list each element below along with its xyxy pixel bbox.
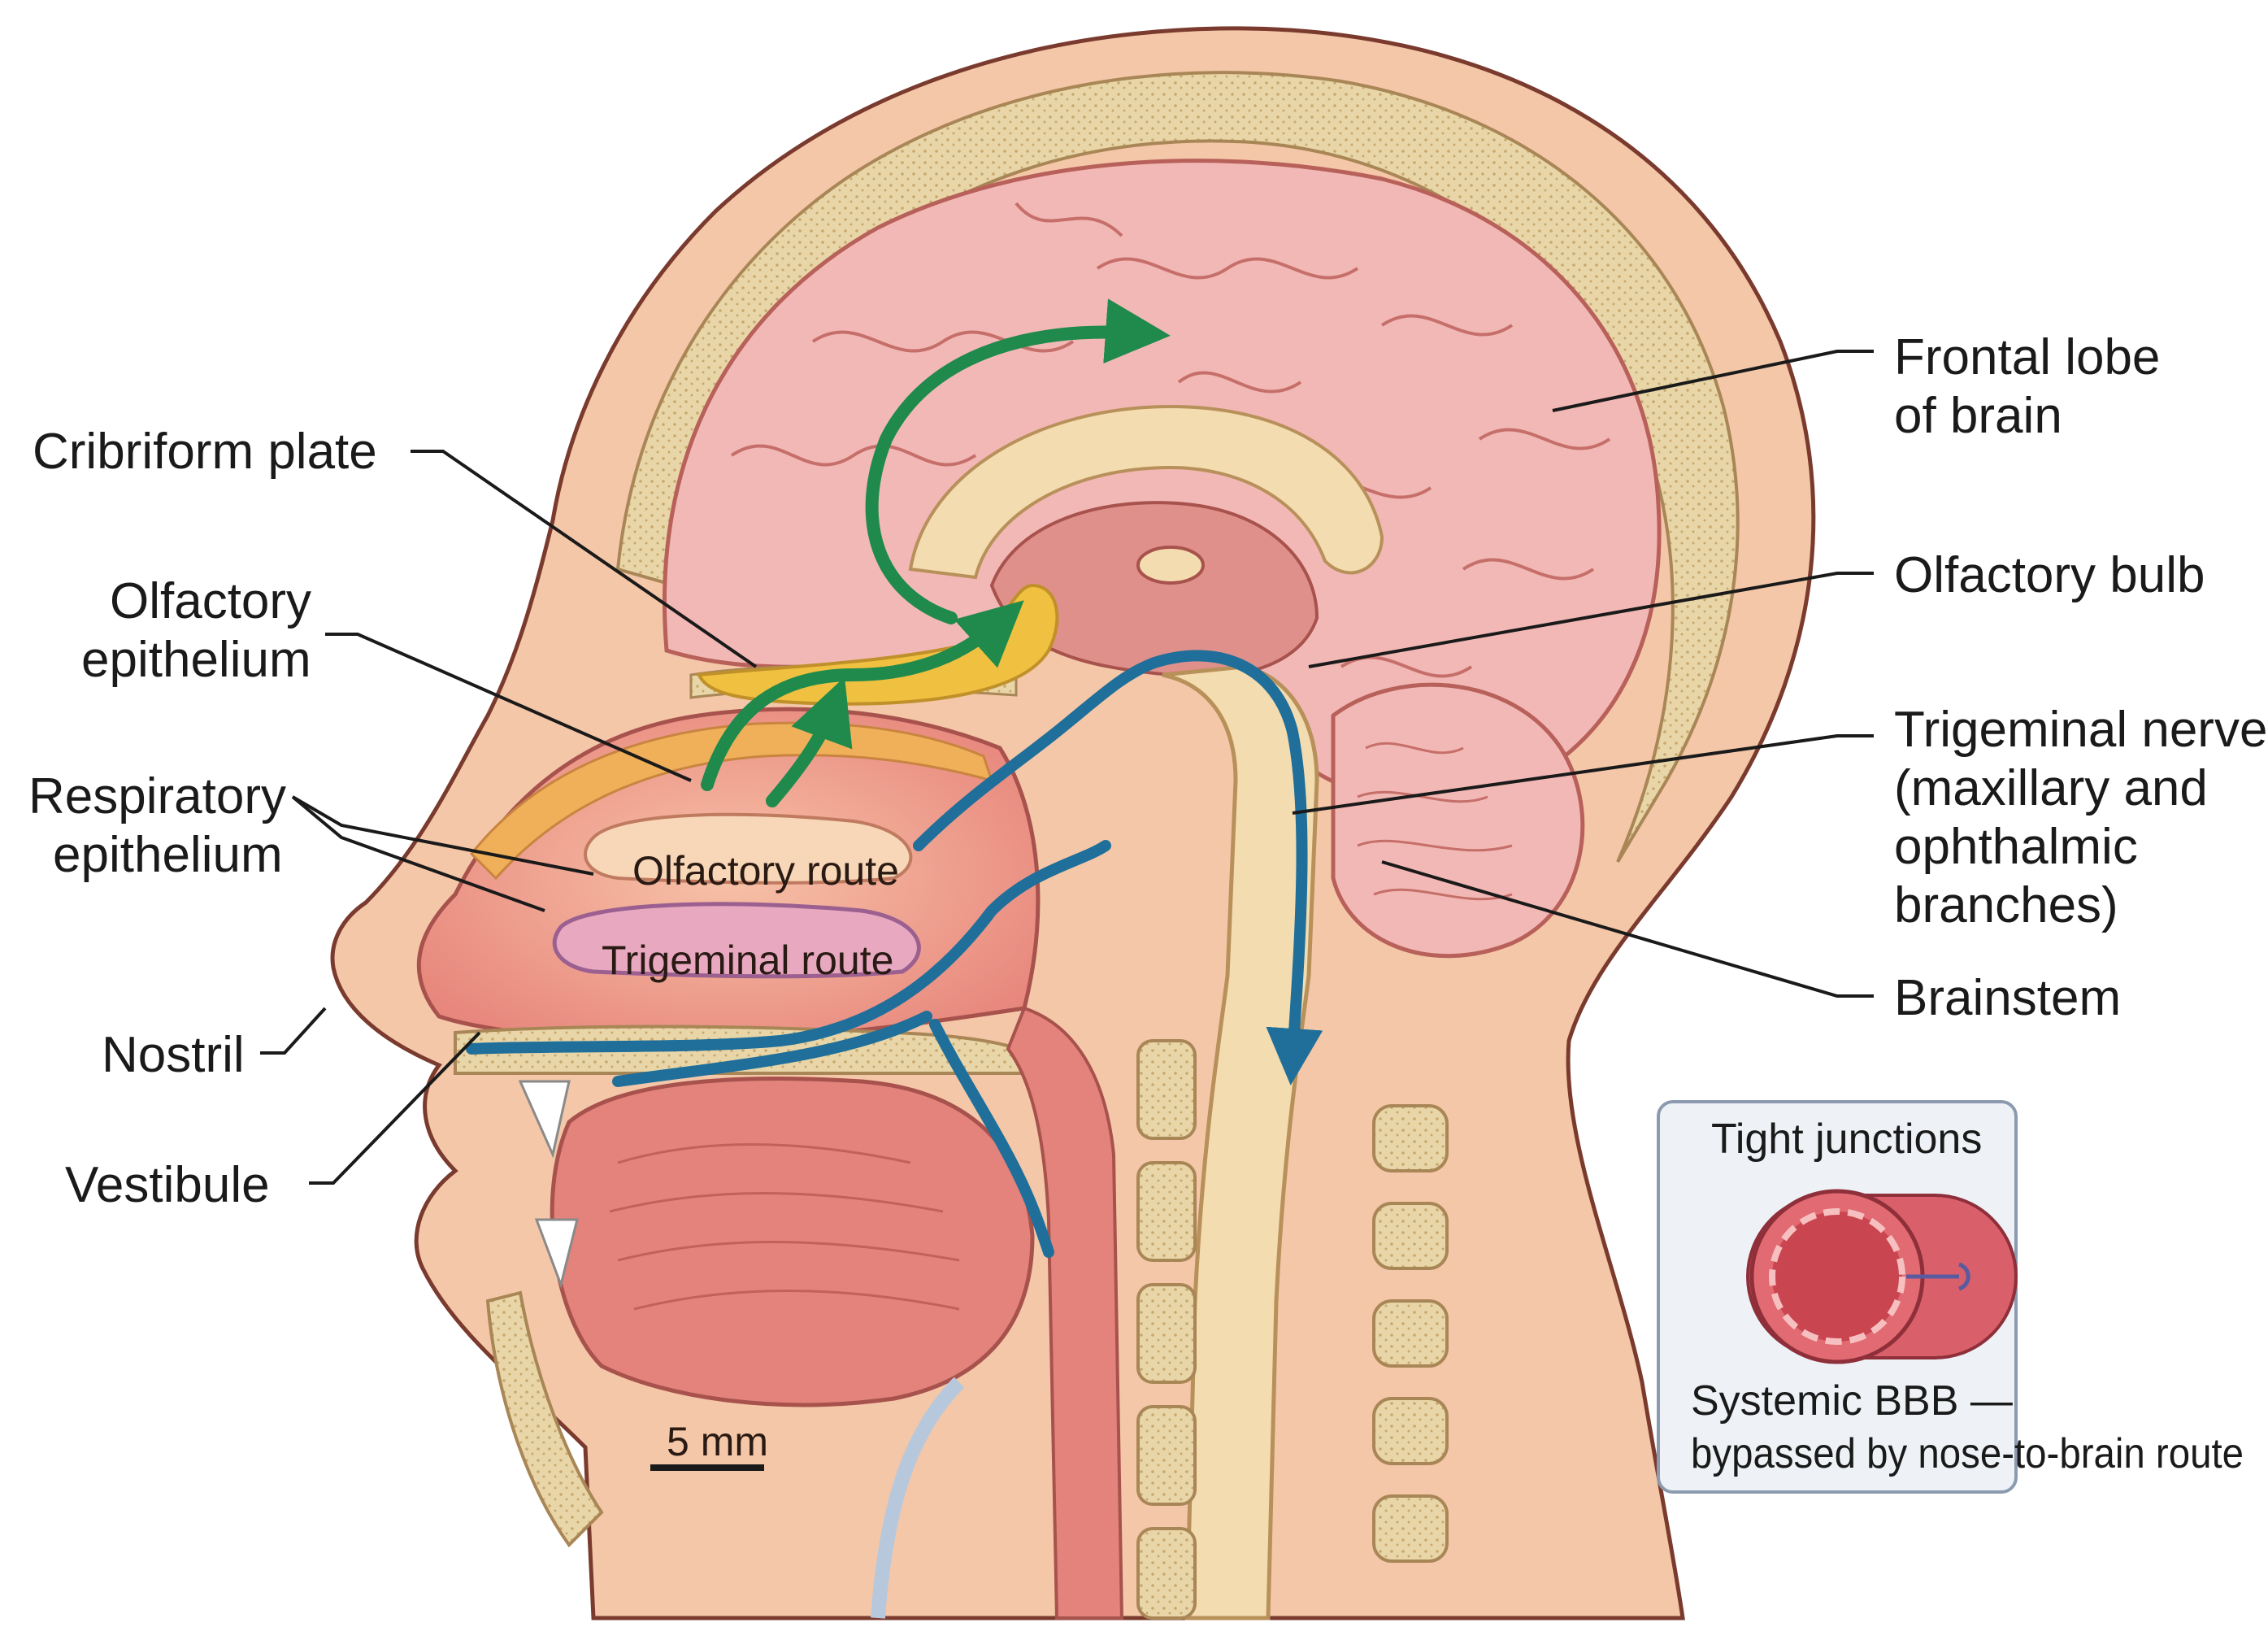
inset-caption-2: bypassed by nose-to-brain route [1691,1430,2244,1477]
olfactory-epithelium-band [469,721,994,881]
label-trigeminal-nerve-4: branches) [1894,877,2118,933]
label-trigeminal-nerve-2: (maxillary and [1894,760,2208,816]
superior-turbinate [584,812,913,885]
label-frontal-lobe-2: of brain [1894,388,2062,444]
tongue-fibers [609,1143,960,1311]
inset-caption-1: Systemic BBB — [1691,1377,2013,1425]
pharynx [1006,1006,1124,1620]
trigeminal-arrow [1149,650,1323,1085]
olfactory-arrow-3 [865,298,1171,624]
inset-title: Tight junctions [1711,1116,1982,1163]
label-olfactory-bulb: Olfactory bulb [1894,547,2205,603]
label-brainstem: Brainstem [1894,970,2121,1026]
label-respiratory-epithelium-2: epithelium [53,827,283,883]
vertebrae [1136,1039,1449,1620]
label-olfactory-route: Olfactory route [632,848,899,894]
trigeminal-branch-ophthalmic [913,657,1160,851]
label-olfactory-epithelium-1: Olfactory [110,573,311,629]
label-respiratory-epithelium-1: Respiratory [28,768,286,824]
inset-box: Tight junctions Systemic BBB — bypassed … [1657,1100,2244,1494]
vessel-lumen-inner [1769,1208,1905,1345]
upper-teeth [518,1080,571,1159]
trigeminal-branch-maxillary [466,840,1111,1055]
trachea [871,1377,965,1619]
olfactory-arrow-1 [701,600,1024,791]
label-nostril: Nostril [102,1027,245,1083]
corpus-callosum [908,404,1384,580]
label-trigeminal-route: Trigeminal route [602,937,893,983]
label-trigeminal-nerve-1: Trigeminal nerve [1894,702,2267,758]
label-frontal-lobe-1: Frontal lobe [1894,329,2160,385]
mandible [485,1290,604,1548]
thalamus [989,501,1319,679]
lower-teeth [534,1218,579,1290]
label-olfactory-epithelium-2: epithelium [81,632,311,688]
pineal-body [1136,546,1205,585]
olfactory-arrow-2 [766,676,853,807]
trigeminal-branch-palatal [612,1011,932,1087]
trigeminal-nerve-pathways [466,650,1323,1258]
middle-turbinate [552,902,921,979]
cerebellum [1331,682,1585,959]
label-trigeminal-nerve-3: ophthalmic [1894,819,2138,875]
label-cribriform-plate: Cribriform plate [33,424,377,480]
brainstem-structure [1162,664,1319,1620]
tight-junction-icon [1906,1262,1970,1291]
leader-lines [260,350,1874,1185]
cerebellum-folia [1357,742,1513,901]
label-vestibule: Vestibule [65,1157,270,1213]
trigeminal-branch-descending [929,1019,1054,1258]
scale-bar-label: 5 mm [667,1419,768,1464]
olfactory-route-arrows [701,298,1171,807]
